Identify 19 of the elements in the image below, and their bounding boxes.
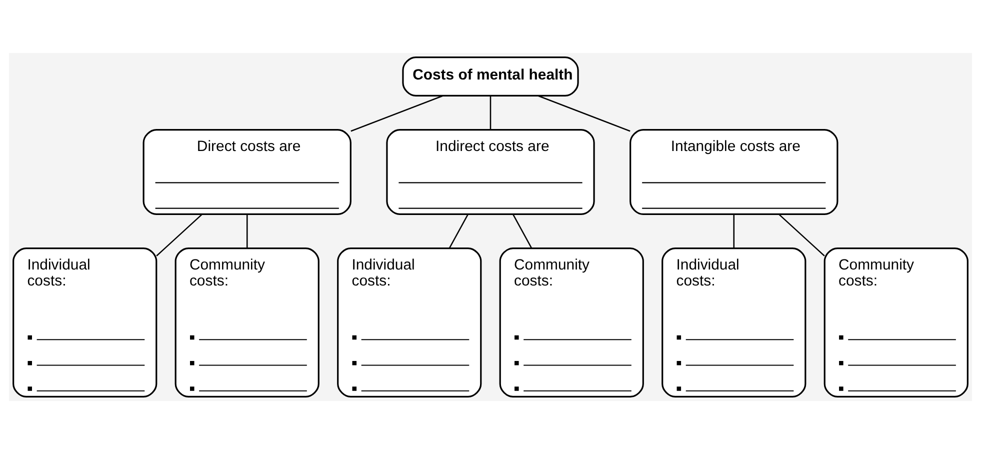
connector	[512, 214, 532, 249]
node-box: Indirect costs are	[386, 129, 595, 215]
node-box: Costs of mental health	[402, 56, 579, 96]
node-box: Community costs:	[174, 248, 320, 398]
connector	[490, 96, 492, 130]
node-box: Community costs:	[824, 248, 968, 398]
connector	[350, 95, 444, 132]
connector	[778, 214, 825, 256]
connector	[538, 95, 630, 132]
node-box: Intangible costs are	[630, 129, 838, 215]
node-box: Direct costs are	[142, 129, 352, 215]
connector	[733, 214, 735, 248]
connector	[246, 214, 248, 248]
connector	[156, 214, 202, 256]
node-box: Community costs:	[499, 248, 644, 398]
node-box: Individual costs:	[12, 248, 158, 398]
node-box: Individual costs:	[662, 248, 806, 398]
connector	[448, 214, 468, 249]
node-box: Individual costs:	[337, 248, 482, 398]
